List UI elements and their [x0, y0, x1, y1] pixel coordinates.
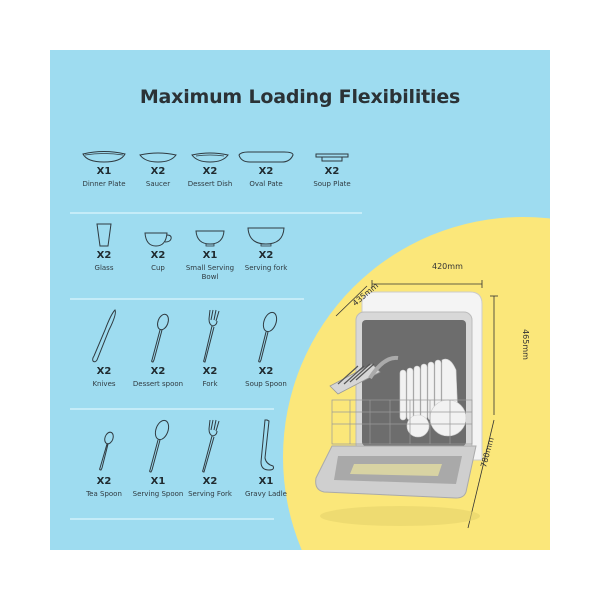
oval-plate-icon — [238, 151, 294, 163]
row-divider — [70, 408, 274, 410]
row-divider — [70, 212, 362, 214]
item-small-serving-bowl: X1 Small Serving Bowl — [180, 222, 240, 282]
gravy-ladle-icon — [260, 419, 274, 471]
item-tea-spoon: X2 Tea Spoon — [74, 418, 134, 499]
item-glass: X2 Glass — [74, 222, 134, 273]
infographic-panel: Maximum Loading Flexibilities X1 Dinner … — [50, 50, 550, 550]
item-knives: X2 Knives — [74, 308, 134, 389]
item-soup-spoon: X2 Soup Spoon — [236, 308, 296, 389]
dishwasher-illustration — [315, 280, 498, 529]
item-dessert-spoon: X2 Dessert spoon — [128, 308, 188, 389]
item-dessert-dish: X2 Dessert Dish — [180, 150, 240, 189]
item-serving-bowl: X2 Serving fork — [236, 222, 296, 273]
item-soup-plate: X2 Soup Plate — [302, 150, 362, 189]
dimension-height: 465mm — [520, 329, 530, 360]
glass-icon — [96, 223, 112, 247]
page-title: Maximum Loading Flexibilities — [139, 86, 461, 108]
item-serving-spoon: X1 Serving Spoon — [128, 418, 188, 499]
serving-fork-icon — [202, 419, 220, 473]
serving-bowl-icon — [247, 227, 285, 247]
dimension-width: 420mm — [432, 262, 463, 271]
item-oval-plate: X2 Oval Pate — [236, 150, 296, 189]
saucer-icon — [139, 152, 177, 163]
dinner-plate-icon — [82, 151, 126, 163]
row-divider — [70, 298, 304, 300]
fork-icon — [203, 309, 220, 363]
item-dinner-plate: X1 Dinner Plate — [74, 150, 134, 189]
item-fork: X2 Fork — [180, 308, 240, 389]
item-cup: X2 Cup — [128, 222, 188, 273]
item-serving-fork: X2 Serving Fork — [180, 418, 240, 499]
tea-spoon-icon — [99, 431, 114, 471]
item-saucer: X2 Saucer — [128, 150, 188, 189]
small-bowl-icon — [195, 230, 225, 247]
soup-spoon-icon — [258, 311, 278, 363]
dessert-spoon-icon — [151, 313, 169, 363]
dessert-dish-icon — [191, 152, 229, 163]
item-gravy-ladle: X1 Gravy Ladle — [236, 418, 296, 499]
serving-spoon-icon — [149, 419, 170, 473]
row-divider — [70, 518, 274, 520]
knife-icon — [92, 309, 116, 363]
soup-plate-icon — [315, 153, 349, 162]
cup-icon — [144, 232, 172, 247]
